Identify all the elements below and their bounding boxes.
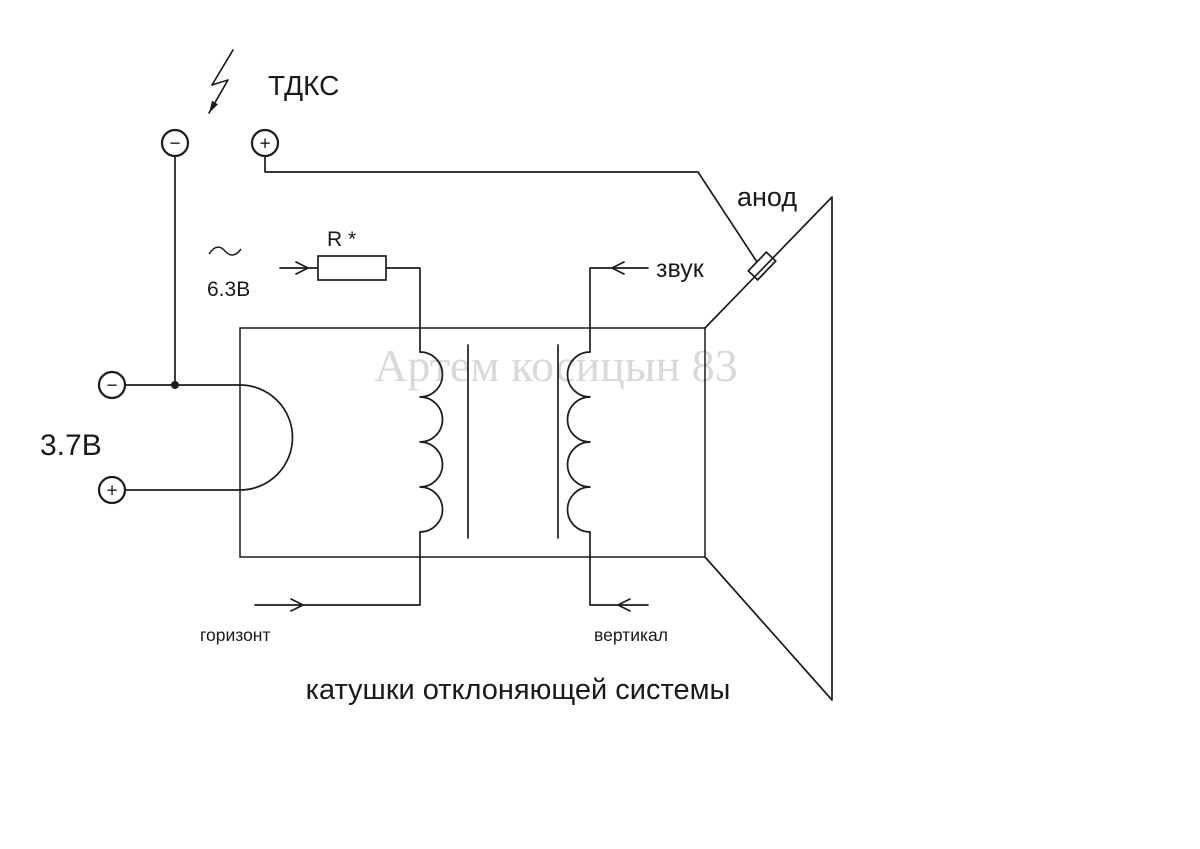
supply-voltage-label: 3.7В <box>40 429 102 462</box>
flyback-label: ТДКС <box>268 70 339 101</box>
diagram-caption: катушки отклоняющей системы <box>306 674 731 706</box>
flyback-minus-sign: − <box>169 134 180 155</box>
deflection-yoke-box <box>239 327 706 558</box>
vertical-label: вертикал <box>594 625 668 645</box>
sound-input-wire <box>589 267 649 353</box>
vertical-bottom-wire <box>589 531 649 606</box>
heater-loop <box>239 384 294 491</box>
anode-cap <box>747 250 777 282</box>
horizontal-bottom-wire <box>254 531 421 606</box>
supply-plus-sign: + <box>106 481 117 502</box>
heater-voltage-label: 6.3В <box>207 278 250 301</box>
flyback-plus-sign: + <box>259 134 270 155</box>
horizontal-label: горизонт <box>200 625 270 645</box>
sound-arrow-icon <box>611 261 625 275</box>
resistor-label: R * <box>327 228 356 251</box>
input-arrow-icon <box>295 261 309 275</box>
ac-tilde-icon <box>208 246 242 256</box>
anode-label: анод <box>737 182 797 212</box>
high-voltage-arrowhead-icon <box>209 100 218 113</box>
vertical-arrow-icon <box>617 598 631 612</box>
watermark-text: Артем косицын 83 <box>374 340 738 391</box>
horizontal-arrow-icon <box>290 598 304 612</box>
resistor <box>317 255 387 281</box>
horizontal-coil <box>419 351 444 533</box>
vertical-coil <box>566 351 591 533</box>
crt-funnel <box>704 196 833 701</box>
anode-wire <box>264 155 758 263</box>
resistor-output-wire <box>385 267 421 353</box>
sound-label: звук <box>656 255 705 283</box>
high-voltage-icon <box>208 49 234 114</box>
coil-core-lines <box>467 344 559 539</box>
supply-minus-sign: − <box>106 376 117 397</box>
